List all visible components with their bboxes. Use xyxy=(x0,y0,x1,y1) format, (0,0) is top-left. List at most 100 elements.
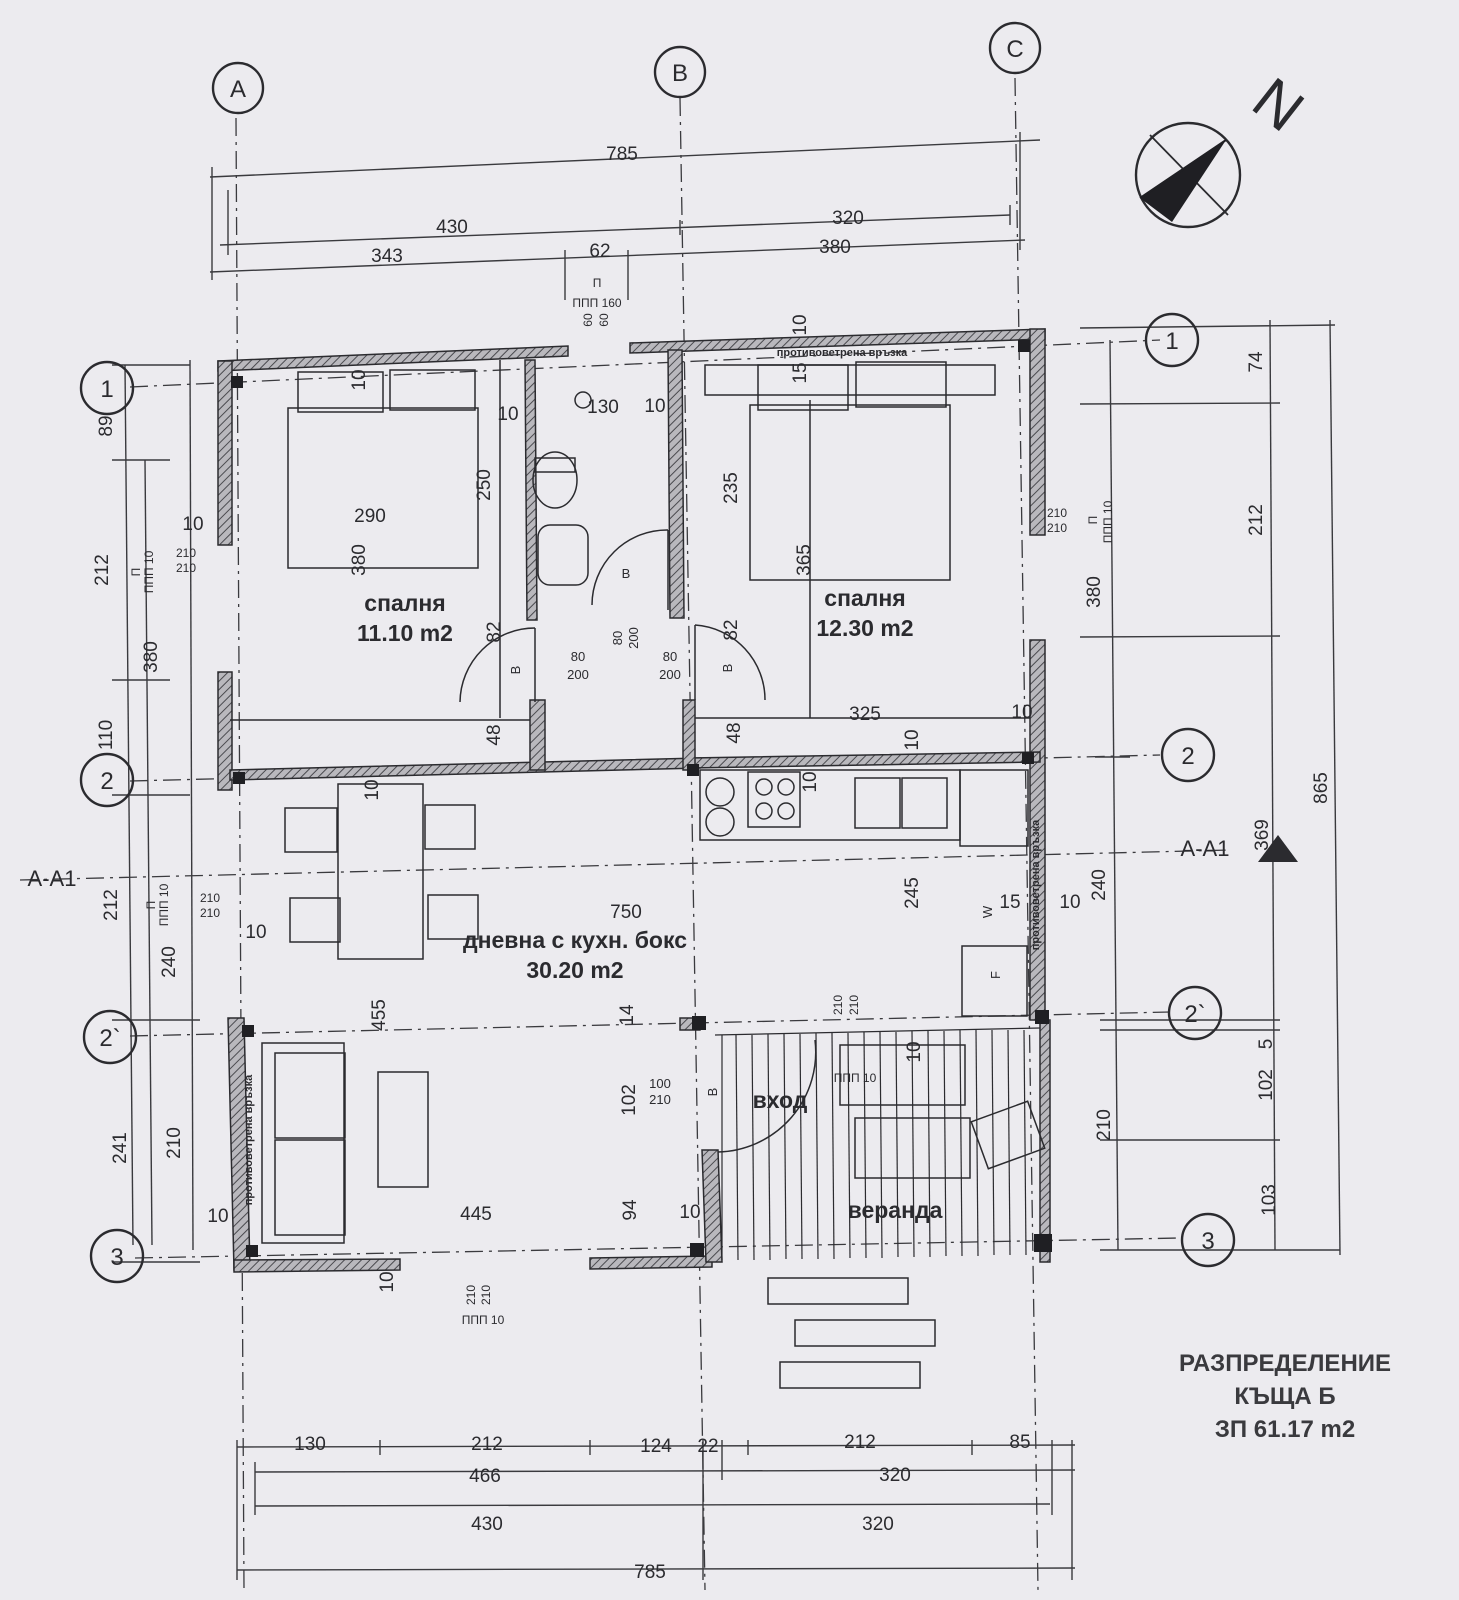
title-line-3: ЗП 61.17 m2 xyxy=(1214,1416,1356,1443)
dim-kitchen-10: 10 xyxy=(902,729,923,750)
section-arrow-icon xyxy=(1258,835,1298,862)
dim-living-height: 455 xyxy=(369,999,390,1031)
win-left-bed-210b: 210 xyxy=(176,561,196,575)
door-v2: В xyxy=(720,664,735,673)
door-v1: В xyxy=(508,666,523,675)
dim-bottom-320a: 320 xyxy=(879,1465,911,1486)
win-left-liv-p: П xyxy=(144,901,158,910)
dim-bed2-top: 15 xyxy=(790,362,811,383)
win-right-bed-210b: 210 xyxy=(1047,521,1067,535)
fridge-f: F xyxy=(988,971,1003,979)
dim-counter-10: 10 xyxy=(800,771,821,792)
dim-top-380: 380 xyxy=(819,237,851,258)
room-name: веранда xyxy=(847,1197,943,1223)
dim-left-380: 380 xyxy=(141,641,162,673)
room-area: 30.20 m2 xyxy=(526,957,624,983)
win-top-60a: 60 xyxy=(581,313,595,327)
dim-48a: 48 xyxy=(484,724,505,745)
room-name: спалня xyxy=(824,585,906,611)
door3-height: 200 xyxy=(626,627,641,649)
win-top-ppp: ППП 160 xyxy=(572,296,622,310)
dimension-lines xyxy=(112,132,1341,1580)
dim-right-240: 240 xyxy=(1089,869,1110,901)
dim-bottom-85: 85 xyxy=(1009,1432,1030,1453)
win-right-bed-ppp: ППП 10 xyxy=(1101,500,1115,543)
win-bottom-ppp: ППП 10 xyxy=(462,1313,505,1327)
win-left-bed-ppp: ППП 10 xyxy=(142,550,156,593)
axis-label-left-2: 2 xyxy=(100,768,113,795)
dim-right-380: 380 xyxy=(1084,576,1105,608)
win-bottom-210a: 210 xyxy=(464,1285,478,1305)
dim-82b: 82 xyxy=(721,619,742,640)
dim-bottom-overall: 785 xyxy=(634,1562,666,1583)
title-line-1: РАЗПРЕДЕЛЕНИЕ xyxy=(1178,1350,1392,1377)
dim-bed1-depth: 250 xyxy=(474,469,495,501)
dim-left-212b: 212 xyxy=(101,889,122,921)
dim-bed2-width: 325 xyxy=(849,704,881,725)
dim-left-210: 210 xyxy=(164,1127,185,1159)
dim-top-320: 320 xyxy=(832,208,864,229)
room-name: дневна с кухн. бокс xyxy=(463,927,687,953)
dim-102: 102 xyxy=(619,1084,640,1116)
axis-label-c: C xyxy=(1006,36,1023,63)
dim-bed2-depth: 235 xyxy=(721,472,742,504)
dim-left-110: 110 xyxy=(96,720,117,750)
win-left-bed-210a: 210 xyxy=(176,546,196,560)
dim-bed2-height: 365 xyxy=(794,544,815,576)
axis-label-right-2: 2 xyxy=(1181,743,1194,770)
dim-right-210: 210 xyxy=(1094,1109,1115,1141)
win-left-bed-p: П xyxy=(129,568,143,577)
room-label-bedroom-1: спалня 11.10 m2 xyxy=(330,588,480,648)
dim-living-left10: 10 xyxy=(245,922,266,943)
door-v4: В xyxy=(705,1088,720,1097)
dim-right-369: 369 xyxy=(1252,819,1273,851)
dim-bottom-430: 430 xyxy=(471,1514,503,1535)
entry-door-width: 100 xyxy=(649,1076,671,1091)
axis-label-right-1: 1 xyxy=(1165,328,1178,355)
dim-left-89: 89 xyxy=(96,415,117,436)
columns xyxy=(231,340,1052,1257)
door-v3: В xyxy=(622,566,631,581)
dim-top-overall: 785 xyxy=(606,144,638,165)
dim-right-74: 74 xyxy=(1246,351,1267,373)
drawing-title: РАЗПРЕДЕЛЕНИЕ КЪЩА Б ЗП 61.17 m2 xyxy=(1140,1347,1430,1446)
room-name: спалня xyxy=(364,590,446,616)
dim-right-overall: 865 xyxy=(1311,772,1332,804)
dim-bottom-22: 22 xyxy=(697,1436,718,1457)
dim-living-width: 750 xyxy=(610,902,642,923)
dim-top-430: 430 xyxy=(436,217,468,238)
dim-bottom-124: 124 xyxy=(640,1436,672,1457)
dim-table-10: 10 xyxy=(362,779,383,800)
dim-bottom-466: 466 xyxy=(469,1466,501,1487)
win-right-bed-210a: 210 xyxy=(1047,506,1067,520)
room-label-living: дневна с кухн. бокс 30.20 m2 xyxy=(420,925,730,985)
axis-label-b: B xyxy=(672,60,688,87)
title-line-2: КЪЩА Б xyxy=(1234,1383,1336,1410)
dim-w15: 15 xyxy=(999,892,1020,913)
room-area: 12.30 m2 xyxy=(816,615,914,641)
win-top-p: П xyxy=(593,276,602,290)
room-label-veranda: веранда xyxy=(820,1195,970,1225)
dim-bottom-212a: 212 xyxy=(471,1434,503,1455)
dim-sofa-left10: 10 xyxy=(207,1206,228,1227)
fridge-w: W xyxy=(980,905,995,918)
dim-48b: 48 xyxy=(724,722,745,743)
room-area: 11.10 m2 xyxy=(357,620,453,646)
dim-bath-width: 130 xyxy=(587,397,619,418)
dim-94: 94 xyxy=(620,1199,641,1221)
dim-left-241: 241 xyxy=(110,1132,131,1164)
dim-top-343: 343 xyxy=(371,246,403,267)
dim-bed1-top: 10 xyxy=(349,369,370,390)
win-veranda-210b: 210 xyxy=(847,995,861,1015)
dim-bed1-width: 290 xyxy=(354,506,386,527)
win-veranda-210a: 210 xyxy=(831,995,845,1015)
dim-left-212a: 212 xyxy=(92,554,113,586)
dim-right-103: 103 xyxy=(1259,1184,1280,1216)
dim-bed2-right10: 10 xyxy=(1011,702,1032,723)
door2-width: 80 xyxy=(663,649,677,664)
entry-door-height: 210 xyxy=(649,1092,671,1107)
dim-bed1-height: 380 xyxy=(349,544,370,576)
dim-left-240: 240 xyxy=(159,946,180,978)
tie-beam-top: противоветрена връзка xyxy=(777,347,908,359)
